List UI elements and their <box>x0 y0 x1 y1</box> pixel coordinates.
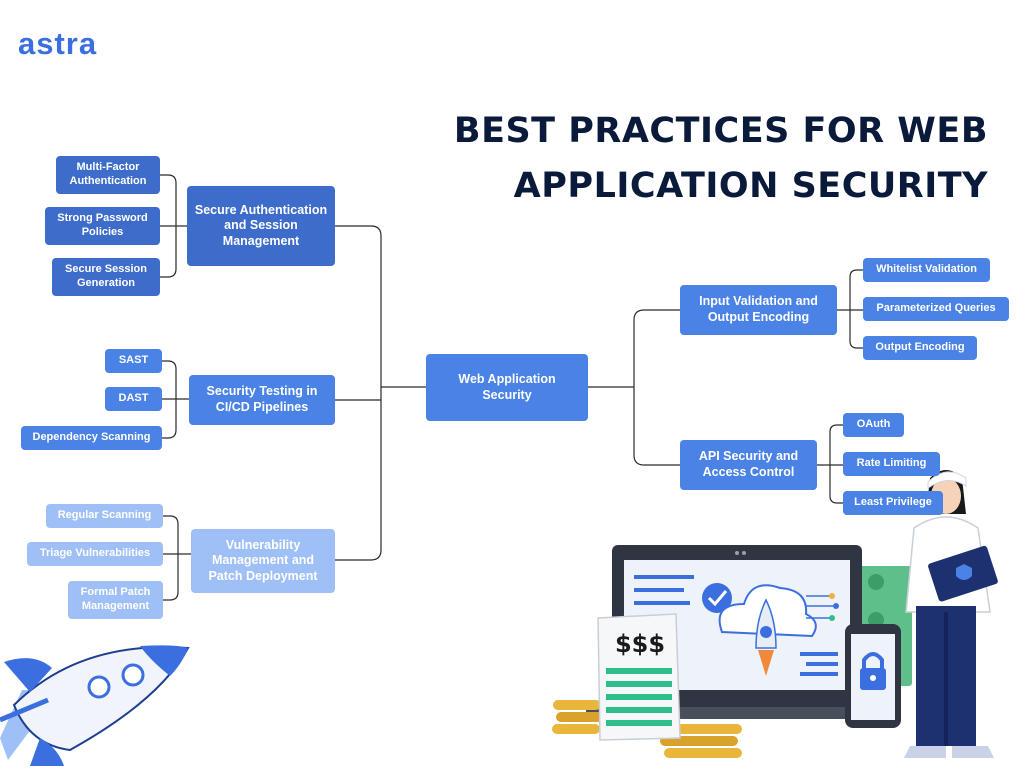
connector-15 <box>829 424 843 504</box>
left-group-2-item-2: DAST <box>105 387 162 411</box>
left-group-1-item-1: Multi-Factor Authentication <box>56 156 160 194</box>
phone-icon <box>845 624 901 728</box>
connector-8 <box>163 515 179 601</box>
right-group-1-item-3: Output Encoding <box>863 336 977 360</box>
invoice-icon: $$$ <box>597 613 681 741</box>
page-title: BEST PRACTICES FOR WEB APPLICATION SECUR… <box>440 104 988 214</box>
person-icon <box>904 470 998 758</box>
right-group-1-node: Input Validation and Output Encoding <box>680 285 837 335</box>
left-group-1-node: Secure Authentication and Session Manage… <box>187 186 335 266</box>
left-group-3-item-3: Formal Patch Management <box>68 581 163 619</box>
left-group-2-item-1: SAST <box>105 349 162 373</box>
title-line-1: BEST PRACTICES FOR WEB <box>453 111 988 151</box>
right-group-1-item-2: Parameterized Queries <box>863 297 1009 321</box>
left-group-3-node: Vulnerability Management and Patch Deplo… <box>191 529 335 593</box>
title-line-2: APPLICATION SECURITY <box>513 166 988 206</box>
connector-13 <box>849 269 863 349</box>
right-group-2-item-2: Rate Limiting <box>843 452 940 476</box>
left-group-1-item-3: Secure Session Generation <box>52 258 160 296</box>
left-group-2-item-3: Dependency Scanning <box>21 426 162 450</box>
right-group-1-item-1: Whitelist Validation <box>863 258 990 282</box>
right-group-2-node: API Security and Access Control <box>680 440 817 490</box>
rocket-icon <box>0 645 190 766</box>
right-group-2-item-3: Least Privilege <box>843 491 943 515</box>
left-group-3-item-2: Triage Vulnerabilities <box>27 542 163 566</box>
center-node: Web Application Security <box>426 354 588 421</box>
right-group-2-item-1: OAuth <box>843 413 904 437</box>
astra-logo[interactable]: astra <box>18 26 98 61</box>
connector-11 <box>633 309 680 466</box>
left-group-2-node: Security Testing in CI/CD Pipelines <box>189 375 335 425</box>
connector-2 <box>335 225 382 561</box>
left-group-1-item-2: Strong Password Policies <box>45 207 160 245</box>
left-group-3-item-1: Regular Scanning <box>46 504 163 528</box>
invoice-text: $$$ <box>615 630 665 658</box>
